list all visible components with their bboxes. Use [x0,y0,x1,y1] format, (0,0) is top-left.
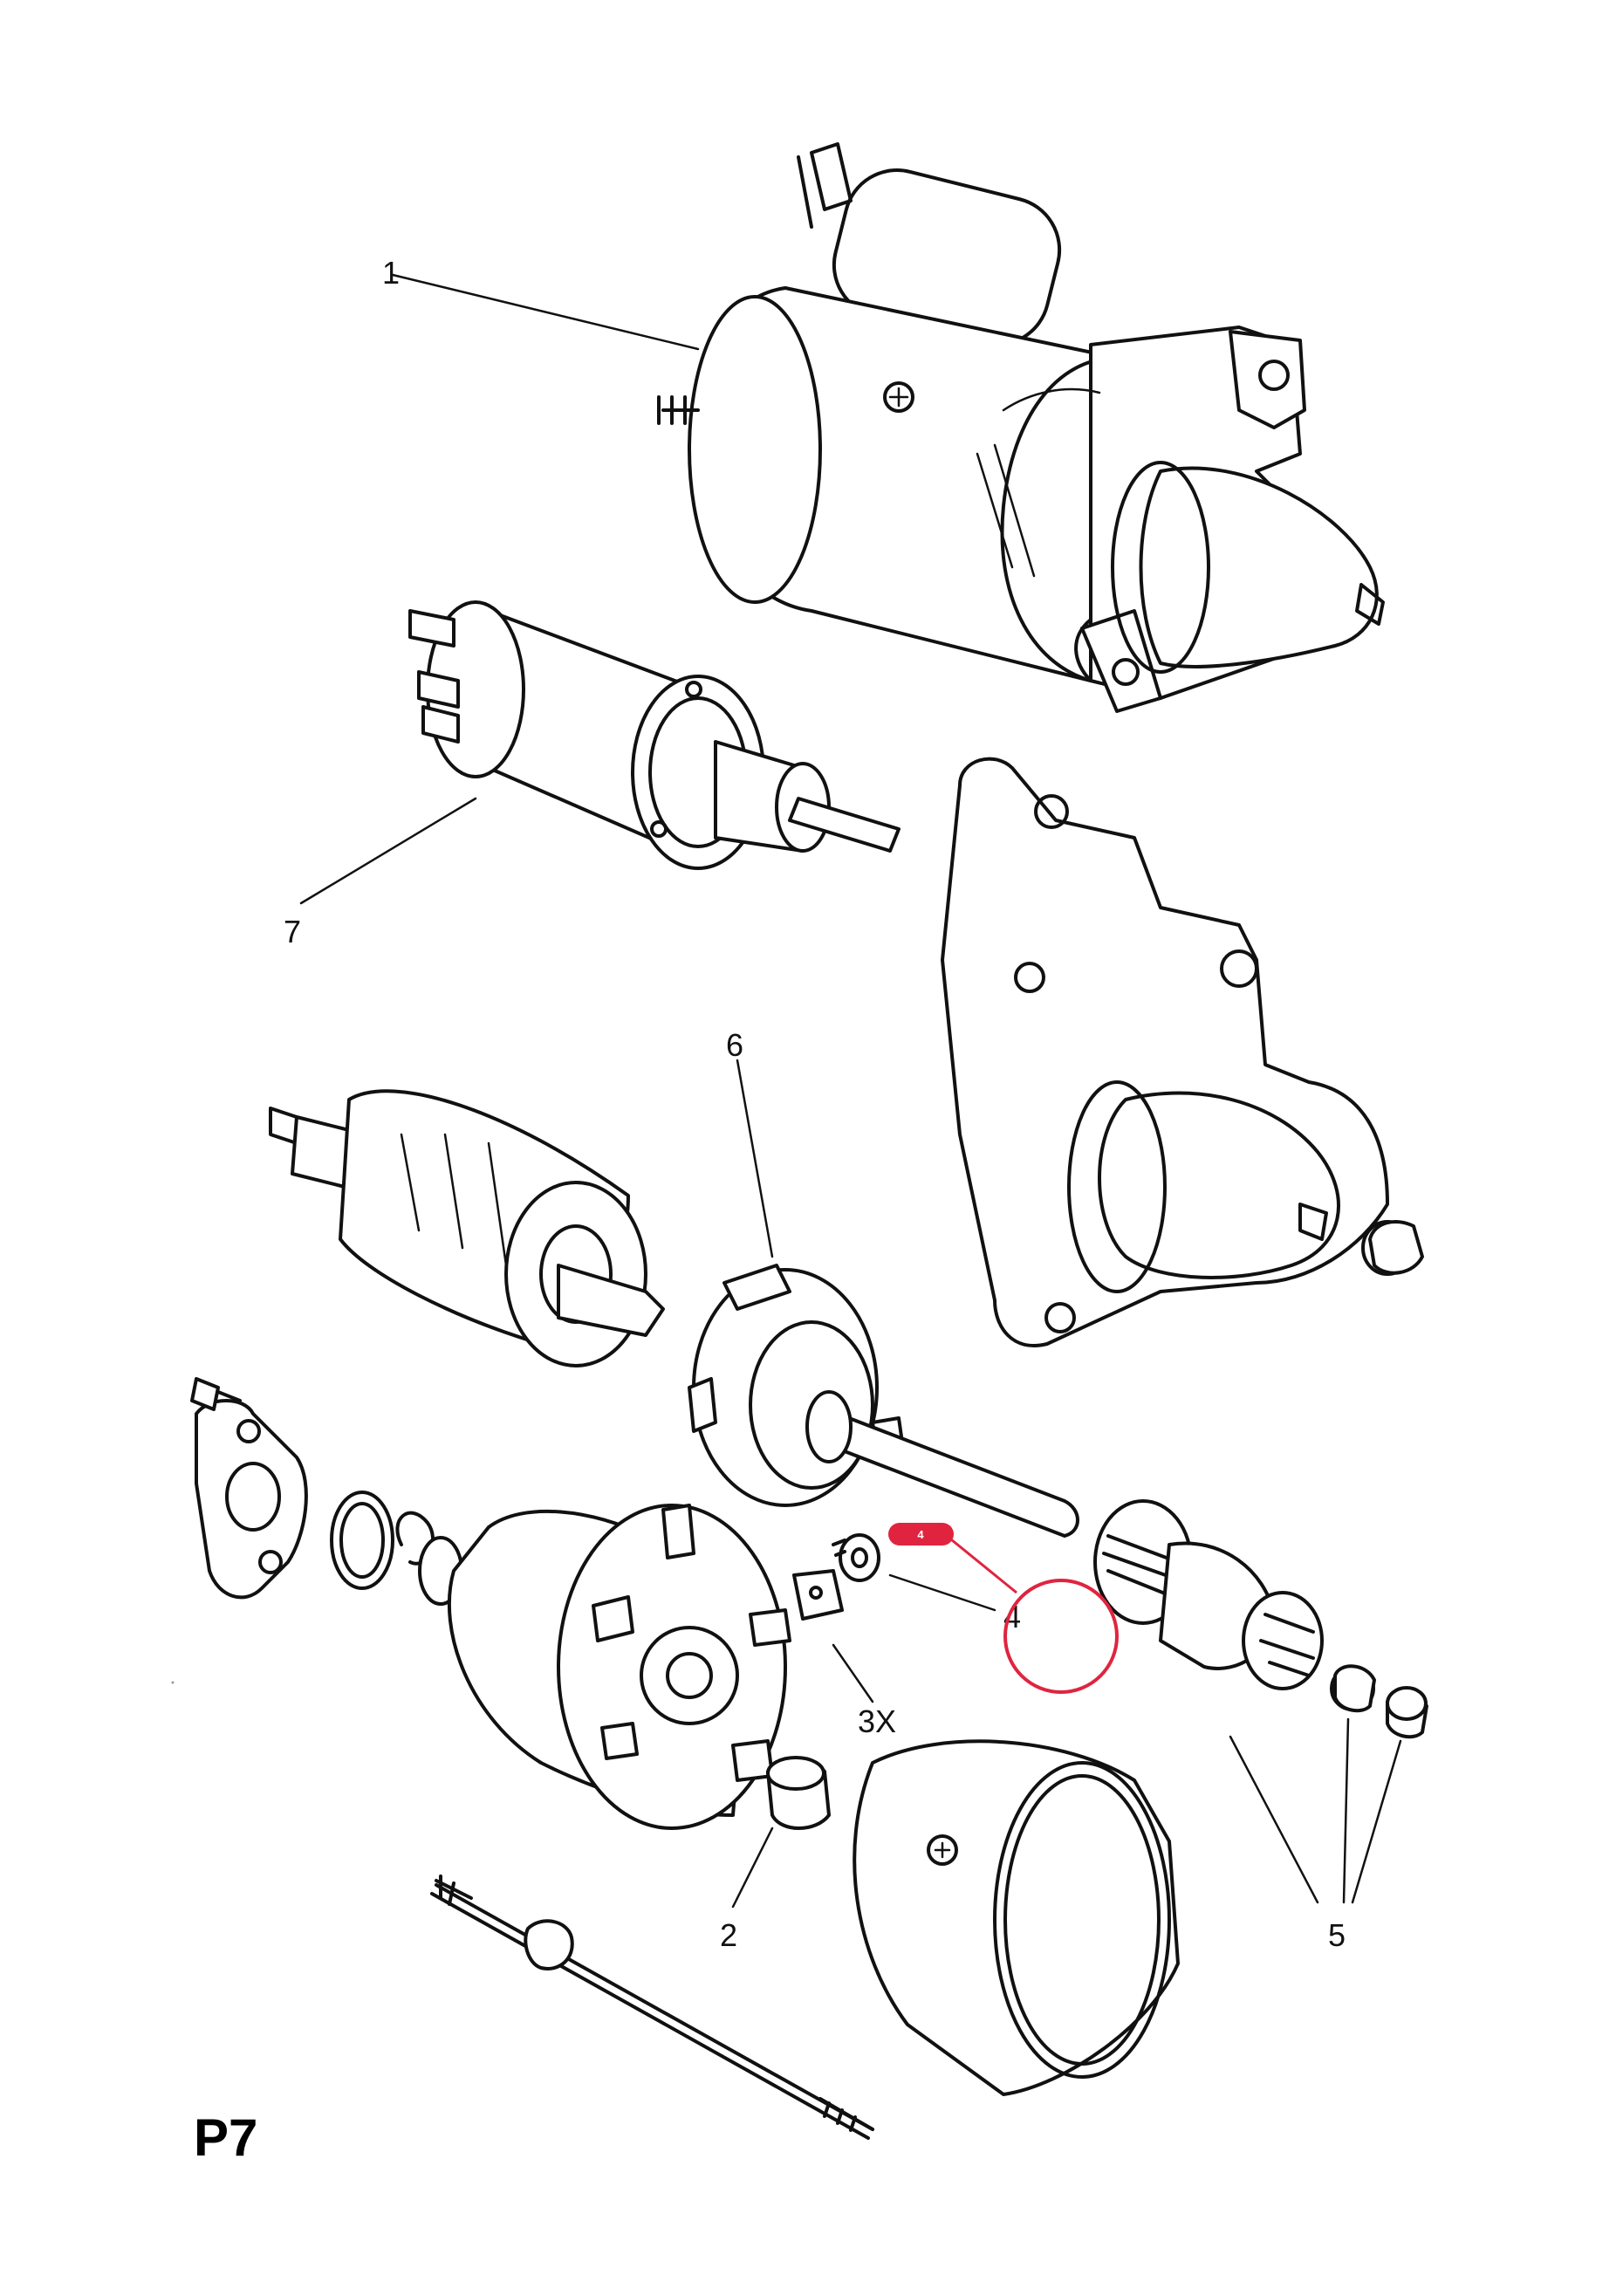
highlight-marker[interactable]: 4 [888,1523,1119,1694]
highlight-badge [888,1523,954,1546]
starter-motor-assembly[interactable] [657,142,1385,713]
part-label-3x: 3X [858,1703,896,1739]
end-cover-flange[interactable] [190,1377,463,1606]
highlight-circle [1003,1579,1119,1694]
stray-dot [171,1681,175,1684]
part-label-7: 7 [284,914,301,949]
highlight-badge-label: 4 [917,1528,924,1541]
solenoid-switch[interactable] [408,600,901,870]
part-label-5: 5 [1328,1917,1346,1953]
clip-part[interactable] [792,1533,880,1621]
part-label-6: 6 [726,1027,743,1063]
part-label-2: 2 [720,1917,737,1953]
leader-lines [299,273,1402,1909]
armature[interactable] [269,1089,665,1367]
through-bolt[interactable] [430,1874,874,2140]
yoke-housing[interactable] [853,1739,1180,2096]
page-code: P7 [194,2108,257,2167]
bushing[interactable] [766,1756,831,1830]
highlight-connector [946,1534,1017,1594]
drive-end-housing[interactable] [941,757,1424,1347]
commutator-end-housing[interactable] [447,1504,791,1830]
part-label-1: 1 [382,255,400,291]
pinion-drive-assembly[interactable] [1093,1499,1428,1739]
brush-holder-plate[interactable] [688,1264,1079,1538]
